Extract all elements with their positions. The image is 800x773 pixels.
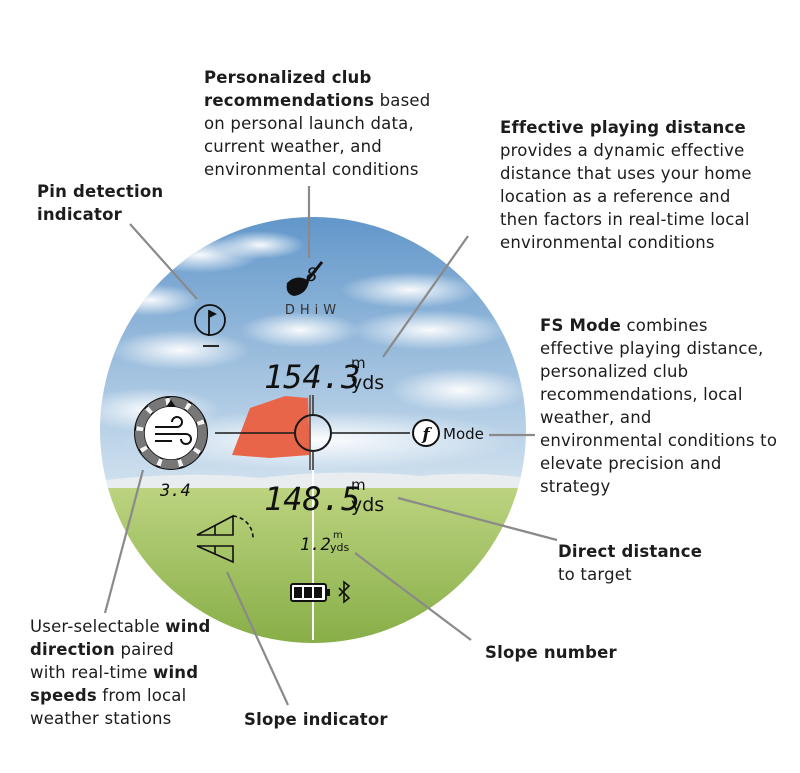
callout-effective-distance: Effective playing distance provides a dy… <box>500 116 765 254</box>
bluetooth-icon <box>338 580 351 604</box>
direct-distance-unit: yds <box>351 494 384 516</box>
callout-fsmode-text: combines effective playing distance, per… <box>540 316 778 496</box>
slope-unit: yds <box>330 541 349 554</box>
svg-text:f: f <box>421 425 432 445</box>
effective-distance-value: 154.3 <box>264 358 360 396</box>
reticle <box>215 395 410 640</box>
callout-wind-pre: User-selectable <box>30 617 166 636</box>
direct-distance-unit-m: m <box>351 476 366 494</box>
slope-value: 1.2 <box>300 535 331 555</box>
callout-club-recommendations: Personalized club recommendations based … <box>204 66 449 181</box>
wind-speed-value: 3.4 <box>159 481 191 501</box>
battery-icon <box>290 583 330 602</box>
callout-slope-indicator: Slope indicator <box>244 708 414 731</box>
wind-icon <box>155 416 192 445</box>
slope-indicator-icon <box>196 514 254 564</box>
callout-slope-indicator-bold: Slope indicator <box>244 710 388 729</box>
leader-direct <box>397 496 558 542</box>
callout-wind-bold1: wind direction <box>30 617 211 659</box>
club-number: 8 <box>306 264 317 286</box>
callout-wind-post: from local weather stations <box>30 686 187 728</box>
callout-fs-mode: FS Mode combines effective playing dista… <box>540 314 778 498</box>
slope-unit-m: m <box>333 530 343 541</box>
callout-pin-bold: Pin detection indicator <box>37 182 164 224</box>
callout-slope-number-bold: Slope number <box>485 643 617 662</box>
golf-club-icon: 8 <box>286 261 324 296</box>
callout-wind: User-selectable wind direction paired wi… <box>30 615 215 730</box>
flag <box>232 396 310 458</box>
callout-direct-text: to target <box>558 565 632 584</box>
callout-effective-bold: Effective playing distance <box>500 118 746 137</box>
callout-direct-bold: Direct distance <box>558 542 703 561</box>
mode-label: Mode <box>443 425 484 443</box>
effective-distance-unit-m: m <box>351 354 366 372</box>
callout-club-bold: Personalized club recommendations <box>204 68 375 110</box>
callout-club-text: based on personal launch data, current w… <box>204 91 431 179</box>
club-letters: DHiW <box>285 303 341 318</box>
pin-icon <box>194 304 226 347</box>
leader-wind <box>103 469 145 614</box>
callout-wind-mid: paired with real-time <box>30 640 174 682</box>
callout-slope-number: Slope number <box>485 641 645 664</box>
leader-lines <box>103 186 558 706</box>
leader-pin <box>129 223 198 300</box>
effective-distance-unit: yds <box>351 372 384 394</box>
direct-distance-value: 148.5 <box>264 480 360 518</box>
callout-direct-distance: Direct distance to target <box>558 540 728 586</box>
callout-effective-text: provides a dynamic effective distance th… <box>500 141 752 252</box>
callout-pin-detection: Pin detection indicator <box>37 180 177 226</box>
leader-slope-number <box>354 552 472 641</box>
fs-mode-icon: f <box>412 419 440 447</box>
callout-wind-bold2: wind speeds <box>30 663 199 705</box>
callout-fsmode-bold: FS Mode <box>540 316 622 335</box>
leader-effective <box>382 235 469 358</box>
leader-slope-indicator <box>226 571 289 706</box>
